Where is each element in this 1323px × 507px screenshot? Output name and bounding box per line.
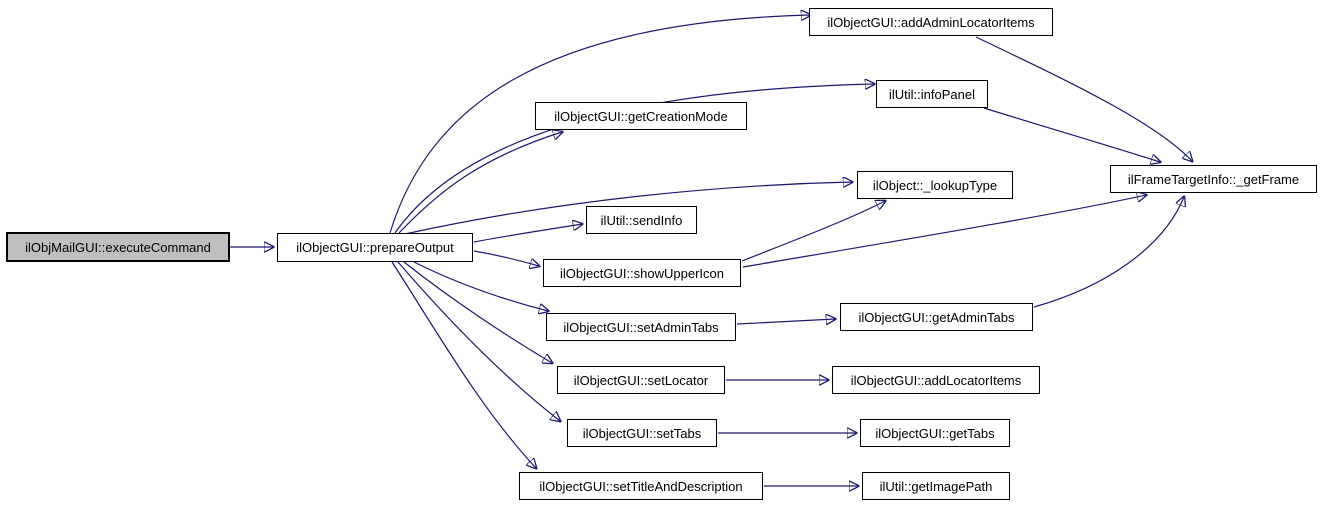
edge-prepareoutput-settitleanddescription (391, 261, 536, 468)
edge-addadminlocatoritems-getframe (975, 36, 1192, 161)
edge-infopanel-getframe (983, 107, 1160, 162)
node-ilobject-lookuptype[interactable]: ilObject::_lookupType (857, 171, 1013, 199)
edge-prepareoutput-settabs (397, 261, 560, 421)
node-ilutil-getimagepath[interactable]: ilUtil::getImagePath (862, 472, 1010, 500)
node-ilobjectgui-showuppericon[interactable]: ilObjectGUI::showUpperIcon (543, 259, 741, 287)
node-ilutil-sendinfo[interactable]: ilUtil::sendInfo (586, 206, 697, 234)
edge-prepareoutput-addadminlocatoritems (389, 15, 810, 234)
edge-prepareoutput-setlocator (403, 261, 552, 363)
node-ilobjectgui-settitleanddescription[interactable]: ilObjectGUI::setTitleAndDescription (519, 472, 763, 500)
node-ilobjmailgui-executecommand: ilObjMailGUI::executeCommand (6, 232, 230, 262)
edge-showuppericon-lookuptype (741, 201, 885, 262)
edge-showuppericon-getframe (742, 195, 1146, 268)
node-ilobjectgui-getadmintabs[interactable]: ilObjectGUI::getAdminTabs (840, 303, 1033, 331)
node-ilutil-infopanel[interactable]: ilUtil::infoPanel (876, 80, 988, 108)
node-ilobjectgui-addlocatoritems[interactable]: ilObjectGUI::addLocatorItems (832, 366, 1040, 394)
edge-prepareoutput-sendinfo (473, 224, 582, 243)
edge-setadmintabs-getadmintabs (736, 319, 835, 324)
edge-prepareoutput-lookuptype (404, 182, 852, 235)
node-ilframetargetinfo-getframe[interactable]: ilFrameTargetInfo::_getFrame (1110, 165, 1317, 193)
edge-prepareoutput-showuppericon (473, 250, 539, 266)
node-ilobjectgui-addadminlocatoritems[interactable]: ilObjectGUI::addAdminLocatorItems (809, 8, 1053, 36)
node-ilobjectgui-gettabs[interactable]: ilObjectGUI::getTabs (860, 419, 1010, 447)
edge-getadmintabs-getframe (1033, 197, 1184, 308)
node-ilobjectgui-settabs[interactable]: ilObjectGUI::setTabs (567, 419, 717, 447)
edge-prepareoutput-setadmintabs (413, 261, 548, 311)
node-ilobjectgui-getcreationmode[interactable]: ilObjectGUI::getCreationMode (535, 102, 747, 130)
node-ilobjectgui-setlocator[interactable]: ilObjectGUI::setLocator (557, 366, 725, 394)
node-ilobjectgui-setadmintabs[interactable]: ilObjectGUI::setAdminTabs (546, 313, 736, 341)
edge-prepareoutput-getcreationmode (398, 132, 562, 234)
node-ilobjectgui-prepareoutput[interactable]: ilObjectGUI::prepareOutput (277, 233, 473, 262)
